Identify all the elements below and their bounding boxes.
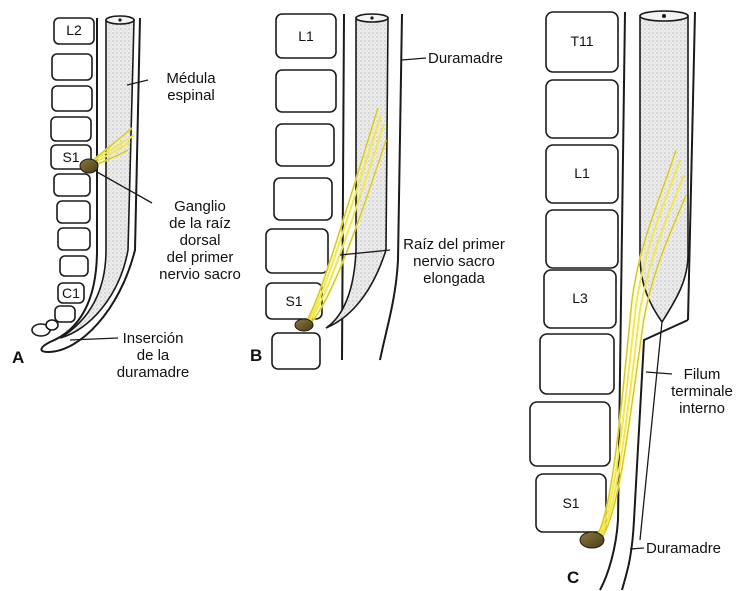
panel-b-vertebrae — [266, 14, 336, 369]
vertebra-label-l1-c: L1 — [546, 165, 618, 181]
panel-a-drawing — [32, 16, 152, 352]
label-dura-insertion: Inserción de la duramadre — [108, 330, 198, 381]
vertebra-a — [55, 306, 75, 322]
vertebra-c — [540, 334, 614, 394]
vertebra-a — [51, 117, 91, 141]
vertebra-label-s1-a: S1 — [51, 149, 91, 165]
vertebra-label-l2-a: L2 — [54, 22, 94, 38]
vertebra-b — [272, 333, 320, 369]
label-ganglion: Ganglio de la raíz dorsal del primer ner… — [150, 198, 250, 283]
panel-letter-a: A — [12, 348, 24, 368]
vertebra-label-t11-c: T11 — [546, 33, 618, 49]
vertebra-b — [276, 124, 334, 166]
vertebra-label-c1-a: C1 — [58, 285, 84, 301]
vertebra-c — [546, 80, 618, 138]
ganglion-b — [295, 319, 313, 331]
vertebra-label-s1-b: S1 — [266, 293, 322, 309]
ganglion-c — [580, 532, 604, 548]
vertebra-c — [530, 402, 610, 466]
vertebra-b — [274, 178, 332, 220]
vertebra-a — [57, 201, 90, 223]
vertebra-a — [58, 228, 90, 250]
vertebra-a — [60, 256, 88, 276]
panel-c-vertebrae — [530, 12, 618, 532]
vertebra-a — [52, 54, 92, 80]
vertebra-label-l1-b: L1 — [276, 28, 336, 44]
label-filum-terminale: Filum terminale interno — [664, 366, 740, 417]
label-dura-c: Duramadre — [646, 540, 721, 557]
vertebra-a — [52, 86, 92, 111]
vertebra-b — [276, 70, 336, 112]
panel-letter-b: B — [250, 346, 262, 366]
panel-b-drawing — [266, 14, 426, 369]
vertebra-a — [54, 174, 90, 196]
coccyx-a — [46, 320, 58, 330]
vertebra-b — [266, 229, 328, 273]
vertebra-c — [546, 210, 618, 268]
panel-letter-c: C — [567, 568, 579, 588]
vertebra-label-l3-c: L3 — [544, 290, 616, 306]
vertebra-label-s1-c: S1 — [536, 495, 606, 511]
label-dura-b: Duramadre — [428, 50, 503, 67]
label-elongated-root: Raíz del primer nervio sacro elongada — [386, 236, 522, 287]
label-spinal-cord: Médula espinal — [148, 70, 234, 104]
